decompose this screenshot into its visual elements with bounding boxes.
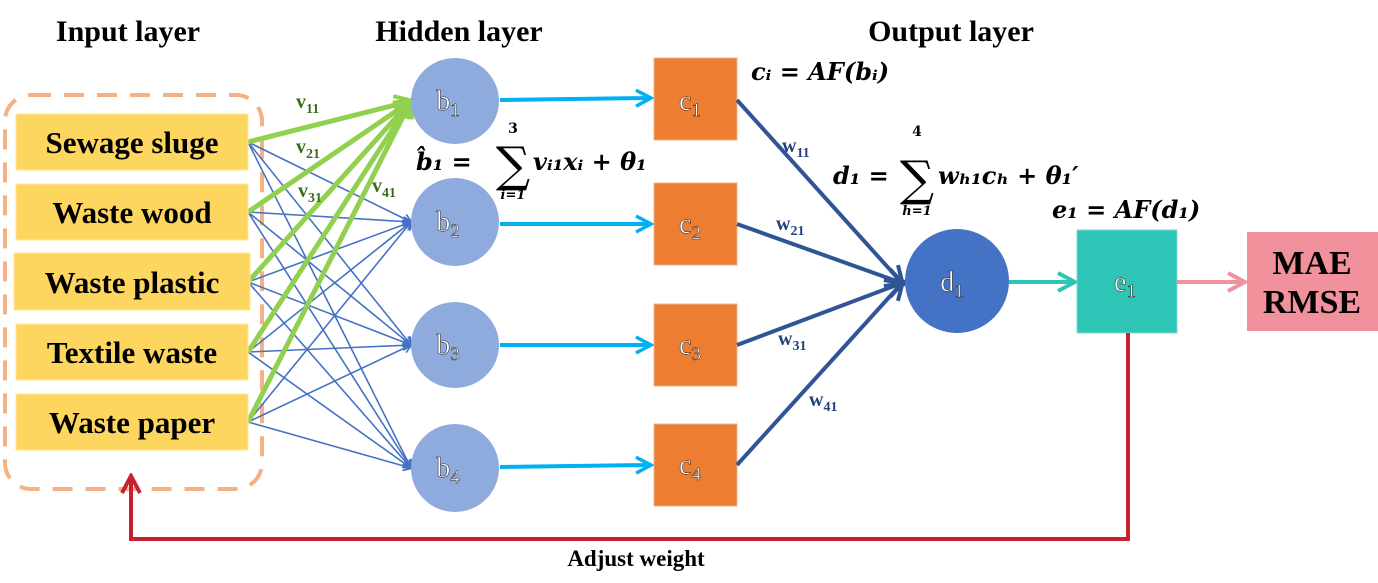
connection-x5-b2 bbox=[247, 222, 411, 423]
connection-x5-b3 bbox=[247, 345, 411, 423]
input-nodes: Sewage sluge Waste wood Waste plastic Te… bbox=[13, 113, 251, 451]
hidden-layer-title: Hidden layer bbox=[375, 15, 543, 48]
input-node-waste-paper: Waste paper bbox=[15, 393, 249, 451]
weight-label-w31: w31 bbox=[778, 328, 806, 354]
metric-mae: MAE bbox=[1272, 245, 1351, 282]
equation-output-sum-upper: 4 bbox=[912, 124, 922, 140]
equation-output-sum-rhs: wₕ₁cₕ + θ₁′ bbox=[938, 161, 1079, 190]
svg-text:e1: e1 bbox=[1114, 267, 1136, 302]
svg-text:b3: b3 bbox=[436, 330, 460, 365]
svg-text:c4: c4 bbox=[679, 450, 701, 485]
output-layer-title: Output layer bbox=[868, 15, 1034, 48]
svg-text:c1: c1 bbox=[679, 86, 701, 121]
input-label: Textile waste bbox=[47, 335, 217, 370]
input-node-textile-waste: Textile waste bbox=[15, 323, 249, 381]
connection-x1-b3 bbox=[247, 141, 411, 345]
equation-output-sum-lhs: d₁ = bbox=[833, 161, 889, 190]
input-label: Waste wood bbox=[52, 195, 211, 230]
arrow-c3-d1 bbox=[736, 283, 902, 347]
svg-text:c2: c2 bbox=[679, 209, 701, 244]
connection-x5-b4 bbox=[247, 421, 411, 468]
activation-node-c3: c3 bbox=[653, 303, 738, 387]
equation-hidden-sum-lower: i=1 bbox=[501, 188, 526, 203]
output-sum-node-d1: d1 bbox=[905, 229, 1009, 333]
weight-label-w41: w41 bbox=[809, 389, 837, 415]
output-node-e1: e1 bbox=[1076, 229, 1178, 334]
input-node-waste-plastic: Waste plastic bbox=[13, 252, 251, 311]
weight-label-w21: w21 bbox=[776, 213, 804, 239]
hidden-node-b1: b1 bbox=[411, 58, 499, 144]
svg-text:b4: b4 bbox=[436, 453, 460, 488]
activation-node-c2: c2 bbox=[653, 182, 738, 266]
sigma-icon: ∑ bbox=[496, 137, 530, 193]
sigma-icon: ∑ bbox=[900, 151, 934, 207]
weight-arrow-x5-b1 bbox=[245, 101, 411, 424]
equation-hidden-sum-rhs: vᵢ₁xᵢ + θ₁ bbox=[533, 147, 647, 176]
input-label: Sewage sluge bbox=[45, 125, 218, 160]
input-label: Waste plastic bbox=[45, 265, 220, 300]
weight-arrow-x1-b1 bbox=[247, 101, 411, 145]
activation-node-c4: c4 bbox=[653, 423, 738, 507]
input-layer-title: Input layer bbox=[56, 15, 200, 48]
hidden-node-b3: b3 bbox=[411, 302, 499, 388]
hidden-node-b2: b2 bbox=[411, 178, 499, 266]
equation-output-sum-lower: h=1 bbox=[902, 204, 931, 219]
connection-x3-b3 bbox=[247, 281, 411, 345]
input-label: Waste paper bbox=[49, 405, 215, 440]
equation-output-sum: d₁ = 4 ∑ h=1 wₕ₁cₕ + θ₁′ bbox=[833, 124, 1079, 219]
svg-text:b1: b1 bbox=[436, 86, 460, 121]
metric-rmse: RMSE bbox=[1263, 284, 1361, 321]
arrow-c4-d1 bbox=[735, 283, 902, 467]
adjust-weight-label: Adjust weight bbox=[567, 546, 705, 571]
weight-arrow-x2-b1 bbox=[246, 101, 411, 215]
equation-hidden-sum-lhs: b̂₁ = bbox=[416, 146, 472, 176]
svg-text:b2: b2 bbox=[436, 207, 460, 242]
weight-label-v41: v41 bbox=[372, 175, 396, 201]
input-hidden-connections bbox=[247, 141, 411, 468]
adjust-weight-feedback-arrow bbox=[131, 333, 1130, 541]
connection-x1-b2 bbox=[247, 141, 411, 222]
equation-hidden-activation: cᵢ = AF(bᵢ) bbox=[751, 57, 889, 86]
weight-label-v11: v11 bbox=[296, 91, 319, 117]
connection-x4-b2 bbox=[247, 222, 411, 353]
connection-x2-b3 bbox=[247, 211, 411, 345]
arrow-c1-d1 bbox=[735, 98, 902, 283]
weight-label-v21: v21 bbox=[296, 136, 320, 162]
input-node-sewage-sludge: Sewage sluge bbox=[15, 113, 249, 171]
connection-x2-b2 bbox=[247, 211, 411, 222]
equation-output-activation: e₁ = AF(d₁) bbox=[1052, 195, 1200, 224]
connection-x4-b3 bbox=[247, 345, 411, 353]
equation-hidden-sum: b̂₁ = 3 ∑ i=1 vᵢ₁xᵢ + θ₁ bbox=[416, 121, 647, 203]
weight-arrow-x4-b1 bbox=[245, 101, 411, 354]
svg-text:c3: c3 bbox=[679, 330, 701, 365]
arrow-b1-c1 bbox=[499, 98, 650, 100]
metrics-box: MAE RMSE bbox=[1247, 232, 1378, 331]
input-node-waste-wood: Waste wood bbox=[15, 183, 249, 241]
connection-x3-b2 bbox=[247, 222, 411, 283]
svg-text:d1: d1 bbox=[940, 267, 964, 302]
activation-node-c1: c1 bbox=[653, 57, 738, 141]
input-b1-weight-connections bbox=[245, 101, 411, 424]
arrow-c2-d1 bbox=[736, 222, 902, 283]
arrow-b4-c4 bbox=[499, 465, 650, 467]
hidden-node-b4: b4 bbox=[411, 424, 499, 512]
weight-arrow-x3-b1 bbox=[246, 101, 411, 284]
equation-hidden-sum-upper: 3 bbox=[508, 121, 518, 137]
weight-label-w11: w11 bbox=[782, 135, 810, 161]
weight-label-v31: v31 bbox=[298, 180, 322, 206]
